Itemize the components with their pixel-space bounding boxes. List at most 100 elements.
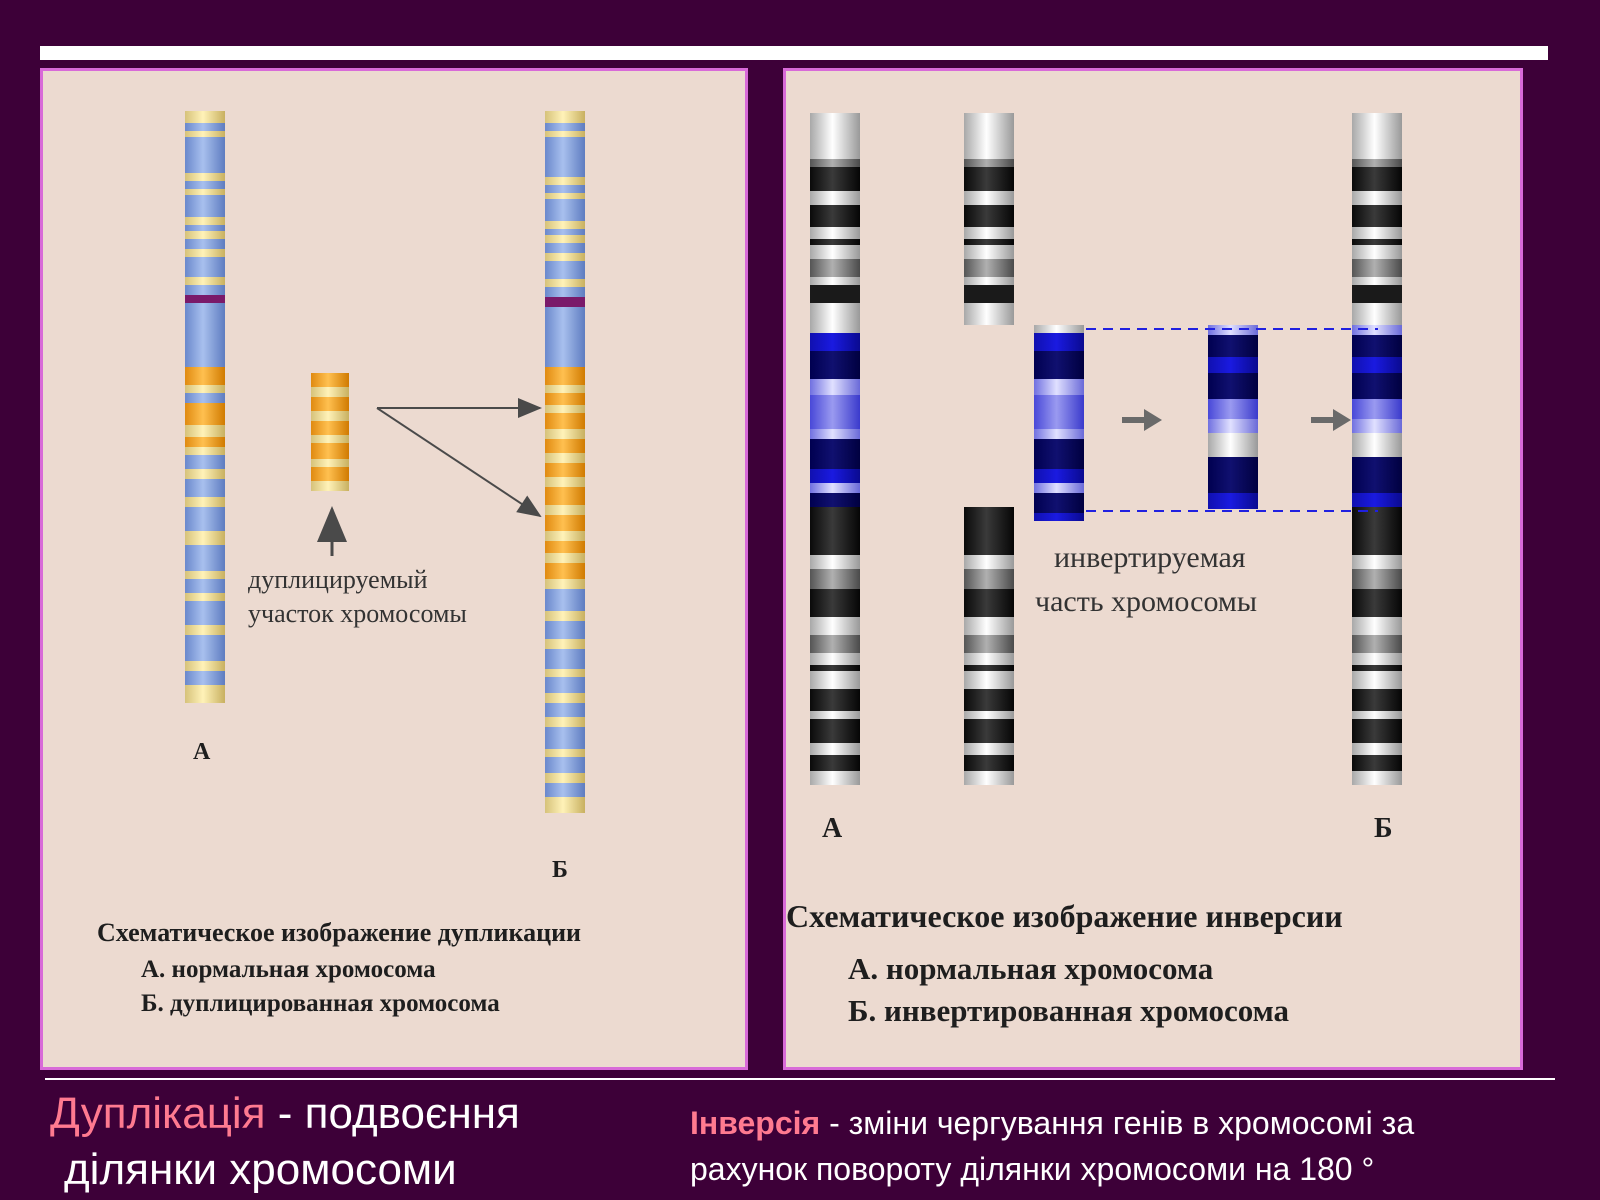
chromosome-band — [545, 477, 585, 487]
broken-chromosome — [964, 113, 1014, 785]
chromosome-band — [545, 229, 585, 235]
chromosome-band — [545, 221, 585, 229]
chromosome-band — [545, 137, 585, 177]
chromosome-band — [810, 239, 860, 245]
chromosome-band — [545, 185, 585, 193]
chromosome-band — [964, 589, 1014, 617]
chromosome-band — [545, 453, 585, 463]
chromosome-band — [545, 235, 585, 243]
chromosome-band — [185, 393, 225, 403]
chromosome-band — [810, 569, 860, 589]
chromosome-band — [964, 245, 1014, 259]
chromosome-band — [810, 653, 860, 665]
chromosome-band — [545, 649, 585, 669]
chromosome-band — [185, 303, 225, 315]
chromosome-band — [810, 259, 860, 277]
chromosome-band — [185, 531, 225, 545]
duplication-definition: Дуплікація - подвоєння ділянки хромосоми — [50, 1086, 650, 1198]
segment-band — [311, 411, 349, 421]
chromosome-band — [964, 507, 1014, 555]
segment-band — [1034, 333, 1084, 351]
inverted-chromosome-b — [1352, 113, 1402, 785]
chromosome-band — [545, 553, 585, 563]
segment-band — [1034, 379, 1084, 395]
chromosome-band — [545, 429, 585, 439]
caption-a: А. нормальная хромосома — [141, 956, 436, 983]
chromosome-band — [964, 239, 1014, 245]
chromosome-band — [810, 159, 860, 167]
chromosome-band — [810, 719, 860, 743]
chromosome-band — [810, 671, 860, 689]
chromosome-band — [810, 205, 860, 227]
chromosome-band — [545, 727, 585, 749]
chromosome-band — [1352, 205, 1402, 227]
bottom-rule — [45, 1078, 1555, 1080]
chromosome-band — [964, 259, 1014, 277]
chromosome-band — [1352, 665, 1402, 671]
chromosome-band — [545, 123, 585, 131]
chromosome-band — [964, 285, 1014, 303]
chromosome-band — [185, 403, 225, 425]
chromosome-band — [1352, 719, 1402, 743]
chromosome-band — [1352, 419, 1402, 433]
segment-band — [1034, 325, 1084, 333]
chromosome-band — [545, 131, 585, 137]
chromosome-band — [810, 167, 860, 191]
chromosome-band — [1352, 771, 1402, 785]
chromosome-band — [810, 665, 860, 671]
chromosome-band — [185, 593, 225, 601]
chromosome-band — [1352, 357, 1402, 373]
chromosome-band — [964, 159, 1014, 167]
chromosome-band — [964, 205, 1014, 227]
chromosome-band — [1352, 259, 1402, 277]
segment-band — [311, 373, 349, 387]
chromosome-band — [545, 773, 585, 783]
chromosome-band — [545, 439, 585, 453]
segment-band — [1034, 395, 1084, 429]
chromosome-band — [810, 617, 860, 635]
inversion-definition: Інверсія - зміни чергування генів в хром… — [690, 1100, 1595, 1192]
chromosome-band — [1352, 285, 1402, 303]
chromosome-band — [810, 191, 860, 205]
chromosome-band — [185, 331, 225, 343]
chromosome-b-label: Б — [1374, 813, 1393, 844]
chromosome-band — [1352, 711, 1402, 719]
chromosome-band — [545, 693, 585, 703]
chromosome-band — [1352, 277, 1402, 285]
chromosome-band — [1352, 399, 1402, 419]
chromosome-band — [810, 333, 860, 351]
chromosome-band — [810, 469, 860, 483]
chromosome-band — [185, 195, 225, 217]
segment-band — [1034, 513, 1084, 521]
chromosome-band — [545, 319, 585, 339]
chromosome-band — [185, 257, 225, 277]
chromosome-band — [964, 227, 1014, 239]
chromosome-band — [810, 303, 860, 325]
chromosome-band — [964, 555, 1014, 569]
segment-band — [1208, 373, 1258, 399]
chromosome-band — [964, 665, 1014, 671]
segment-label-line2: участок хромосомы — [248, 599, 467, 628]
chromosome-band — [1352, 159, 1402, 167]
chromosome-band — [964, 569, 1014, 589]
chromosome-band — [545, 797, 585, 813]
chromosome-band — [545, 307, 585, 319]
chromosome-band — [545, 531, 585, 541]
chromosome-band — [810, 395, 860, 429]
chromosome-band — [185, 225, 225, 231]
caption-title: Схематическое изображение дупликации — [97, 918, 581, 947]
chromosome-band — [545, 199, 585, 221]
chromosome-band — [545, 717, 585, 727]
chromosome-band — [545, 677, 585, 693]
segment-band — [1034, 493, 1084, 513]
segment-band — [1208, 335, 1258, 357]
segment-label-line1: дуплицируемый — [248, 565, 428, 594]
chromosome-band — [185, 545, 225, 571]
chromosome-band — [185, 685, 225, 703]
chromosome-band — [185, 239, 225, 249]
chromosome-band — [1352, 303, 1402, 325]
chromosome-band — [1352, 335, 1402, 357]
chromosome-band — [810, 227, 860, 239]
segment-band — [1208, 325, 1258, 335]
segment-band — [1208, 457, 1258, 493]
